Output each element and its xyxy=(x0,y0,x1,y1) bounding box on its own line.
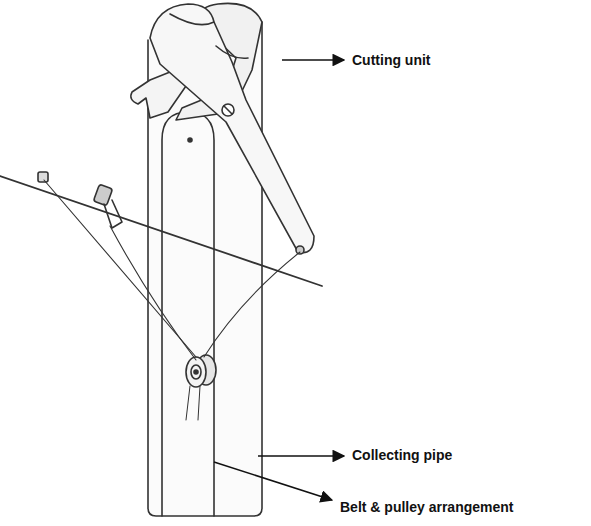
leader-arrow xyxy=(282,59,344,61)
part-label: Belt & pulley arrangement xyxy=(340,499,514,516)
pipe-slot xyxy=(162,112,214,516)
part-label: Cutting unit xyxy=(352,52,431,69)
wire xyxy=(0,176,322,286)
part-label: Collecting pipe xyxy=(352,447,452,464)
pivot-screw xyxy=(222,104,234,116)
pulley xyxy=(186,355,216,387)
front-blade xyxy=(150,4,314,253)
wire-clamp xyxy=(38,172,48,182)
leader-arrow xyxy=(258,455,344,457)
belt xyxy=(44,180,196,357)
leader-arrow xyxy=(214,462,332,500)
